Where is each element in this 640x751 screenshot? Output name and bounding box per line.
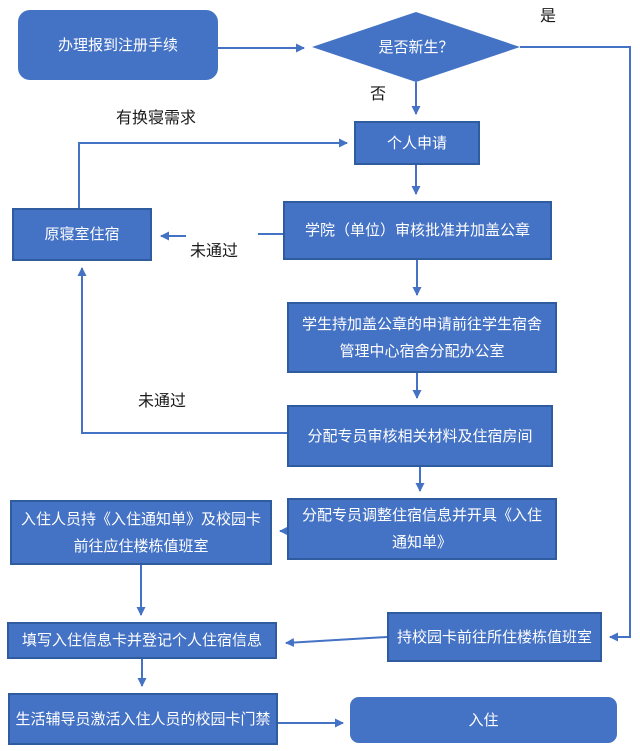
edge-decision-yes-to-duty-room bbox=[520, 46, 631, 642]
edge-label-dorm-change-need: 有换寝需求 bbox=[116, 110, 197, 127]
node-goto-allocation-office: 学生持加盖公章的申请前往学生宿舍管理中心宿舍分配办公室 bbox=[287, 302, 557, 373]
node-personal-application: 个人申请 bbox=[354, 121, 480, 165]
edge-duty-room-to-fill-info bbox=[285, 636, 388, 648]
edge-label-not-passed-review: 未通过 bbox=[190, 243, 239, 260]
node-college-approval: 学院（单位）审核批准并加盖公章 bbox=[283, 201, 552, 260]
node-start: 办理报到注册手续 bbox=[18, 10, 218, 80]
node-goto-duty-room-with-card: 持校园卡前往所住楼栋值班室 bbox=[387, 612, 602, 662]
edge-label-yes: 是 bbox=[540, 8, 557, 25]
edge-label-not-passed-materials: 未通过 bbox=[138, 393, 187, 410]
edge-label-no: 否 bbox=[370, 86, 387, 103]
edge-review-notpassed-to-original-dorm bbox=[77, 267, 287, 434]
edge-dorm-change-to-application bbox=[78, 138, 348, 208]
node-check-in: 入住 bbox=[350, 697, 617, 743]
node-fill-checkin-info: 填写入住信息卡并登记个人住宿信息 bbox=[7, 622, 277, 659]
node-specialist-adjust: 分配专员调整住宿信息并开具《入住通知单》 bbox=[287, 498, 557, 560]
node-activate-door-access: 生活辅导员激活入住人员的校园卡门禁 bbox=[8, 693, 278, 745]
node-resident-goto-duty-room: 入住人员持《入住通知单》及校园卡前往应住楼栋值班室 bbox=[10, 500, 272, 565]
node-original-dorm: 原寝室住宿 bbox=[12, 208, 152, 261]
node-specialist-review: 分配专员审核相关材料及住宿房间 bbox=[287, 405, 553, 467]
